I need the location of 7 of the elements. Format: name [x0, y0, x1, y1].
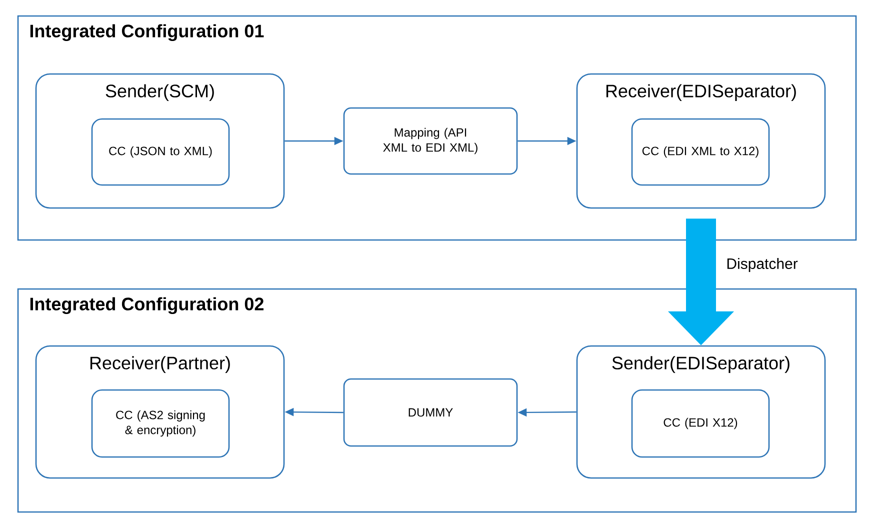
- process-box: CC (JSON to XML): [91, 118, 230, 186]
- edge-label: Dispatcher: [727, 258, 798, 272]
- process-box: CC (AS2 signing & encryption): [91, 389, 230, 458]
- process-box: CC (EDI XML to X12): [631, 118, 770, 186]
- process-box: DUMMY: [343, 378, 518, 447]
- process-box: CC (EDI X12): [631, 389, 770, 458]
- process-box: Mapping (API XML to EDI XML): [343, 107, 518, 175]
